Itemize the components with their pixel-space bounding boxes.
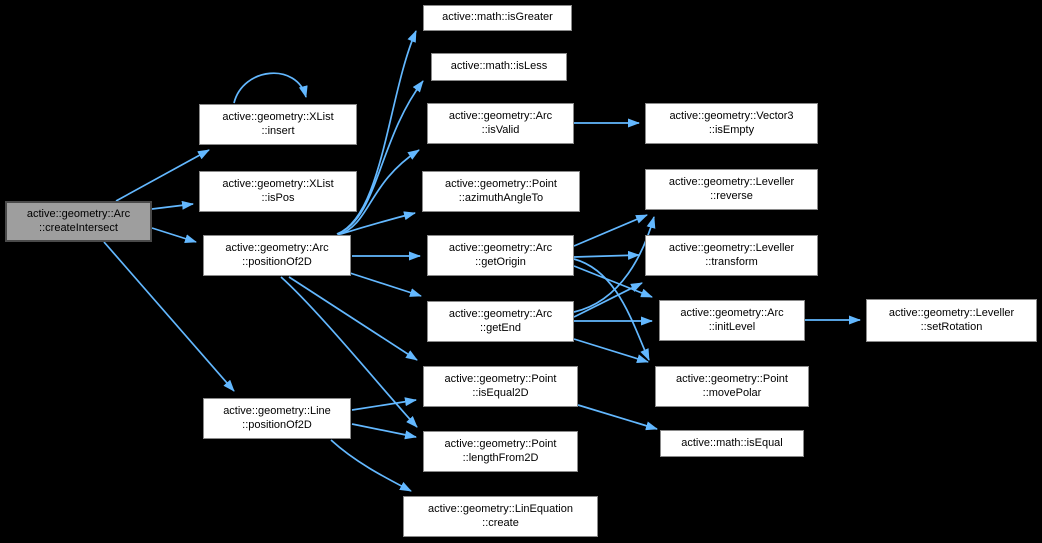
node-arc-init-level[interactable]: active::geometry::Arc ::initLevel <box>659 300 805 341</box>
node-line-position-of-2d[interactable]: active::geometry::Line ::positionOf2D <box>203 398 351 439</box>
edge-getEnd-levellerReverse <box>573 216 656 313</box>
node-xlist-is-pos[interactable]: active::geometry::XList ::isPos <box>199 171 357 212</box>
node-leveller-reverse[interactable]: active::geometry::Leveller ::reverse <box>645 169 818 210</box>
node-xlist-insert[interactable]: active::geometry::XList ::insert <box>199 104 357 145</box>
node-arc-get-origin[interactable]: active::geometry::Arc ::getOrigin <box>427 235 574 276</box>
edge-arcPositionOf2D-isEqual2D <box>288 276 418 361</box>
edge-xlistInsert-self <box>233 72 308 104</box>
edge-arcPositionOf2D-lengthFrom2D <box>280 276 418 428</box>
edge-arcPositionOf2D-azimuthAngleTo <box>340 211 416 235</box>
edge-getOrigin-levellerReverse <box>573 214 648 247</box>
node-leveller-transform[interactable]: active::geometry::Leveller ::transform <box>645 235 818 276</box>
edge-getOrigin-levellerTransform <box>573 250 640 260</box>
node-point-length-from-2d[interactable]: active::geometry::Point ::lengthFrom2D <box>423 431 578 472</box>
node-arc-create-intersect[interactable]: active::geometry::Arc ::createIntersect <box>5 201 152 242</box>
node-lin-equation-create[interactable]: active::geometry::LinEquation ::create <box>403 496 598 537</box>
node-math-is-less[interactable]: active::math::isLess <box>431 53 567 81</box>
edge-isEqual2D-mathIsEqual <box>577 404 658 431</box>
node-point-move-polar[interactable]: active::geometry::Point ::movePolar <box>655 366 809 407</box>
edge-linePositionOf2D-isEqual2D <box>351 397 417 411</box>
edge-createIntersect-xlistIsPos <box>151 200 194 210</box>
node-arc-is-valid[interactable]: active::geometry::Arc ::isValid <box>427 103 574 144</box>
edge-getEnd-levellerTransform <box>573 282 643 318</box>
node-vector3-is-empty[interactable]: active::geometry::Vector3 ::isEmpty <box>645 103 818 144</box>
node-math-is-greater[interactable]: active::math::isGreater <box>423 5 572 31</box>
edge-createIntersect-linePositionOf2D <box>103 241 235 392</box>
edge-getEnd-pointMovePolar <box>573 338 649 364</box>
node-arc-get-end[interactable]: active::geometry::Arc ::getEnd <box>427 301 574 342</box>
edge-createIntersect-xlistInsert <box>115 149 210 202</box>
edge-getOrigin-pointMovePolar <box>573 258 650 361</box>
edge-arcPositionOf2D-isLess <box>336 80 424 235</box>
edge-arcPositionOf2D-getEnd <box>349 272 422 297</box>
edge-arcPositionOf2D-arcIsValid <box>337 149 420 236</box>
edge-createIntersect-arcPositionOf2D <box>151 227 197 243</box>
edge-linePositionOf2D-lengthFrom2D <box>351 423 417 440</box>
node-leveller-set-rotation[interactable]: active::geometry::Leveller ::setRotation <box>866 299 1037 342</box>
node-point-is-equal-2d[interactable]: active::geometry::Point ::isEqual2D <box>423 366 578 407</box>
edge-getOrigin-arcInitLevel <box>573 265 653 298</box>
node-math-is-equal[interactable]: active::math::isEqual <box>660 430 804 457</box>
node-point-azimuth-angle-to[interactable]: active::geometry::Point ::azimuthAngleTo <box>422 171 580 212</box>
edge-linePositionOf2D-linEquationCreate <box>330 439 412 492</box>
node-arc-position-of-2d[interactable]: active::geometry::Arc ::positionOf2D <box>203 235 351 276</box>
